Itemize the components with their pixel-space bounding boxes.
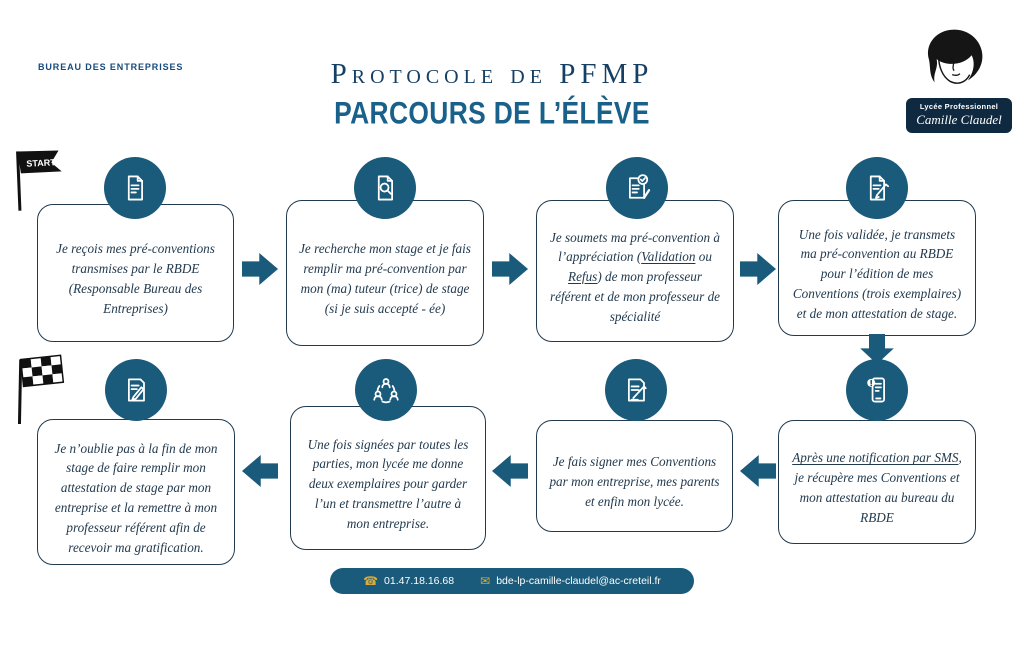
step-5-text: Après une notification par SMS, je récup… bbox=[792, 450, 962, 525]
start-flag-label: START bbox=[26, 157, 56, 169]
step-4-box: Une fois validée, je transmets ma pré-co… bbox=[778, 200, 976, 336]
school-name-label: Camille Claudel bbox=[916, 112, 1002, 127]
step-1-box: Je reçois mes pré-conventions transmises… bbox=[37, 204, 234, 342]
sms-notification-icon bbox=[846, 359, 908, 421]
sign-document-icon bbox=[605, 359, 667, 421]
bureau-des-entreprises-label: BUREAU DES ENTREPRISES bbox=[38, 62, 184, 72]
step-2-text: Je recherche mon stage et je fais rempli… bbox=[299, 241, 471, 316]
edit-document-icon bbox=[846, 157, 908, 219]
phone-number: 01.47.18.16.68 bbox=[384, 575, 455, 587]
arrow-right-1 bbox=[242, 253, 278, 285]
step-8-text: Je n’oublie pas à la fin de mon stage de… bbox=[54, 440, 218, 555]
step-1-text: Je reçois mes pré-conventions transmises… bbox=[56, 241, 215, 316]
step-3-text: Je soumets ma pré-convention à l’appréci… bbox=[549, 229, 721, 324]
arrow-left-5 bbox=[740, 455, 776, 487]
finish-checkered-flag-icon bbox=[17, 354, 65, 425]
phone-icon: ☎ bbox=[363, 574, 379, 588]
exchange-people-icon bbox=[355, 359, 417, 421]
step-6-box: Je fais signer mes Conventions par mon e… bbox=[536, 420, 733, 532]
validation-checklist-icon bbox=[606, 157, 668, 219]
school-type-label: Lycée Professionnel bbox=[919, 102, 999, 111]
step-7-box: Une fois signées par toutes les parties,… bbox=[290, 406, 486, 550]
email-contact: ✉ bde-lp-camille-claudel@ac-creteil.fr bbox=[480, 575, 661, 587]
arrow-right-3 bbox=[740, 253, 776, 285]
document-icon bbox=[104, 157, 166, 219]
search-document-icon bbox=[354, 157, 416, 219]
phone-contact: ☎ 01.47.18.16.68 bbox=[363, 575, 454, 587]
contact-footer: ☎ 01.47.18.16.68 ✉ bde-lp-camille-claude… bbox=[330, 568, 694, 594]
arrow-left-6 bbox=[492, 455, 528, 487]
step-5-box: Après une notification par SMS, je récup… bbox=[778, 420, 976, 544]
step-3-box: Je soumets ma pré-convention à l’appréci… bbox=[536, 200, 734, 342]
email-address: bde-lp-camille-claudel@ac-creteil.fr bbox=[496, 575, 661, 587]
page-subtitle: PARCOURS DE L’ÉLÈVE bbox=[334, 95, 650, 131]
step-4-text: Une fois validée, je transmets ma pré-co… bbox=[792, 226, 962, 321]
portrait-sketch bbox=[927, 29, 983, 84]
step-8-box: Je n’oublie pas à la fin de mon stage de… bbox=[37, 419, 235, 565]
step-6-text: Je fais signer mes Conventions par mon e… bbox=[549, 454, 720, 509]
arrow-left-7 bbox=[242, 455, 278, 487]
step-2-box: Je recherche mon stage et je fais rempli… bbox=[286, 200, 484, 346]
start-flag-icon: START bbox=[16, 150, 62, 211]
signature-pen-icon bbox=[105, 359, 167, 421]
page-title: Protocole de PFMP bbox=[330, 58, 654, 90]
arrow-right-2 bbox=[492, 253, 528, 285]
school-logo-badge: Lycée Professionnel Camille Claudel bbox=[906, 98, 1012, 133]
step-7-text: Une fois signées par toutes les parties,… bbox=[307, 436, 469, 531]
email-icon: ✉ bbox=[480, 574, 491, 588]
